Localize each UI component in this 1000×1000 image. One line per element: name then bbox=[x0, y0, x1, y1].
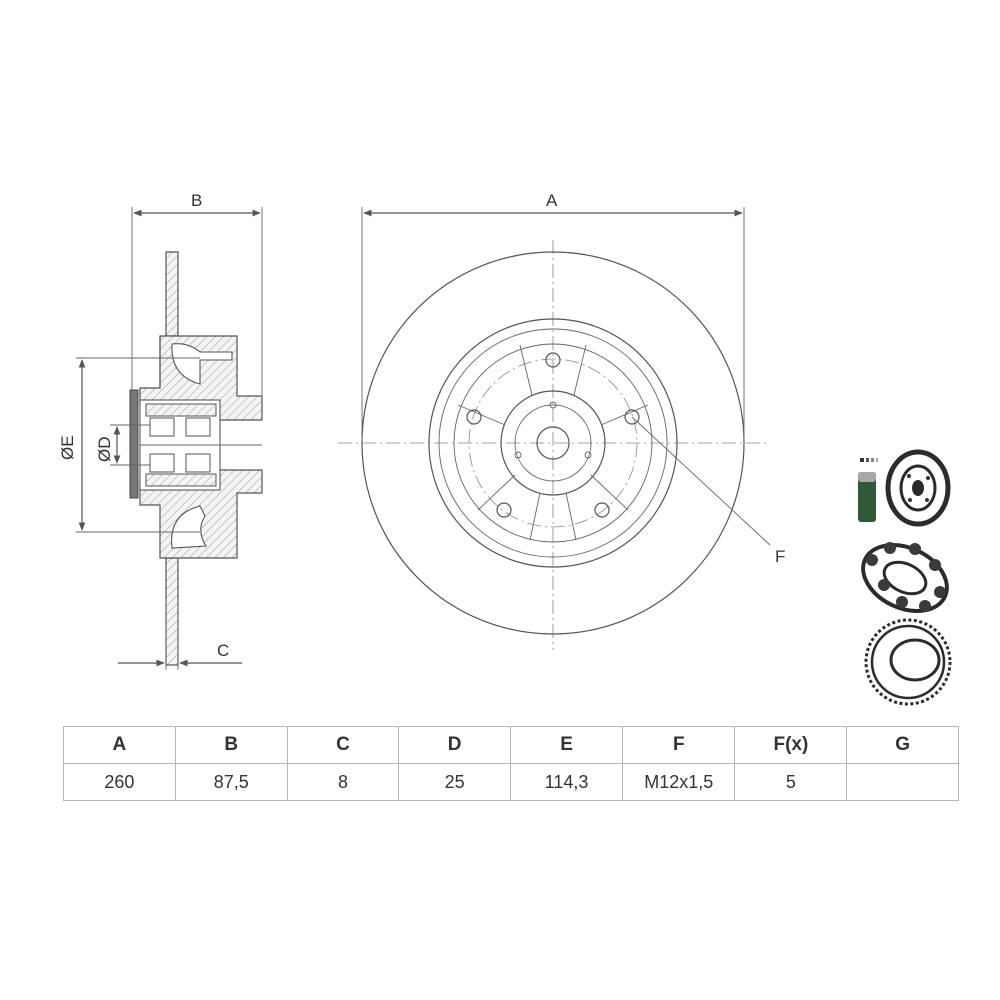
specs-table: A B C D E F F(x) G 260 87,5 8 25 114,3 M… bbox=[63, 726, 959, 801]
dim-c-label: C bbox=[217, 641, 229, 660]
header-cell-g: G bbox=[846, 726, 959, 764]
value-cell-f: M12x1,5 bbox=[622, 763, 736, 801]
header-cell-c: C bbox=[286, 726, 400, 764]
header-cell-fx: F(x) bbox=[734, 726, 848, 764]
value-cell-c: 8 bbox=[286, 763, 400, 801]
abs-ring-icon bbox=[864, 618, 952, 706]
value-cell-e: 114,3 bbox=[510, 763, 624, 801]
dim-a-label: A bbox=[546, 191, 558, 210]
specs-header-row: A B C D E F F(x) G bbox=[63, 726, 959, 764]
dim-b-label: B bbox=[191, 191, 202, 210]
value-cell-d: 25 bbox=[398, 763, 512, 801]
header-cell-e: E bbox=[510, 726, 624, 764]
value-cell-g bbox=[846, 763, 959, 801]
side-section-view bbox=[76, 207, 263, 670]
specs-value-row: 260 87,5 8 25 114,3 M12x1,5 5 bbox=[63, 763, 959, 801]
value-cell-a: 260 bbox=[63, 763, 176, 801]
value-cell-fx: 5 bbox=[734, 763, 848, 801]
header-cell-b: B bbox=[174, 726, 288, 764]
technical-drawing: B A C F ØE ØD bbox=[58, 191, 952, 706]
abs-sensor-icon bbox=[858, 449, 951, 527]
dim-d-label: ØD bbox=[95, 437, 114, 463]
header-cell-d: D bbox=[398, 726, 512, 764]
dim-f-label: F bbox=[775, 547, 785, 566]
header-cell-f: F bbox=[622, 726, 736, 764]
header-cell-a: A bbox=[63, 726, 176, 764]
dim-e-label: ØE bbox=[58, 435, 77, 460]
value-cell-b: 87,5 bbox=[174, 763, 288, 801]
bearing-icon bbox=[861, 542, 949, 613]
front-view bbox=[338, 207, 771, 650]
